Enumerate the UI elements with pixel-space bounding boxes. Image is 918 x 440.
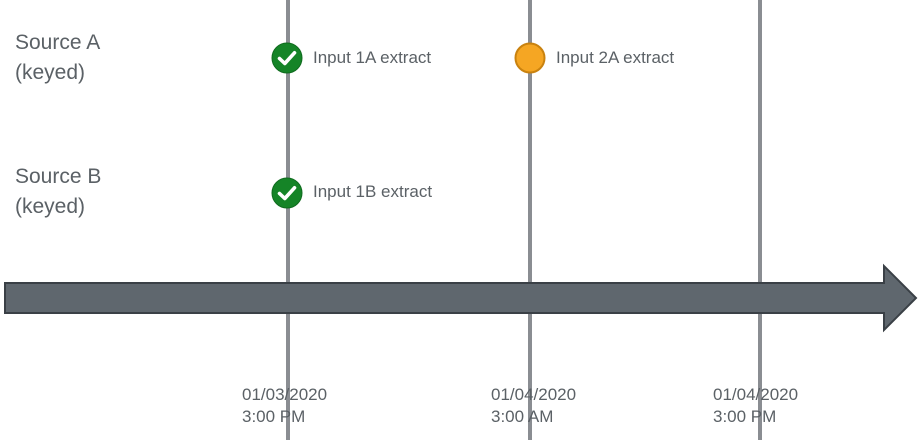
check-circle-icon bbox=[271, 42, 303, 74]
timeline-gridline bbox=[758, 0, 762, 440]
event-label-input-1a: Input 1A extract bbox=[313, 48, 432, 67]
timeline-tick-label: 01/03/2020 3:00 PM bbox=[242, 385, 328, 426]
check-circle-icon bbox=[271, 177, 303, 209]
event-label-input-1b: Input 1B extract bbox=[313, 182, 433, 201]
timeline-tick-label: 01/04/2020 3:00 AM bbox=[491, 385, 577, 426]
row-label-source-b: Source B (keyed) bbox=[15, 165, 102, 218]
timeline-gridline bbox=[528, 0, 532, 440]
event-label-input-2a: Input 2A extract bbox=[556, 48, 675, 67]
row-label-source-a: Source A (keyed) bbox=[15, 31, 101, 84]
timeline-arrow bbox=[4, 263, 918, 333]
circle-icon bbox=[514, 42, 546, 74]
timeline-gridline bbox=[286, 0, 290, 440]
timeline-tick-label: 01/04/2020 3:00 PM bbox=[713, 385, 799, 426]
